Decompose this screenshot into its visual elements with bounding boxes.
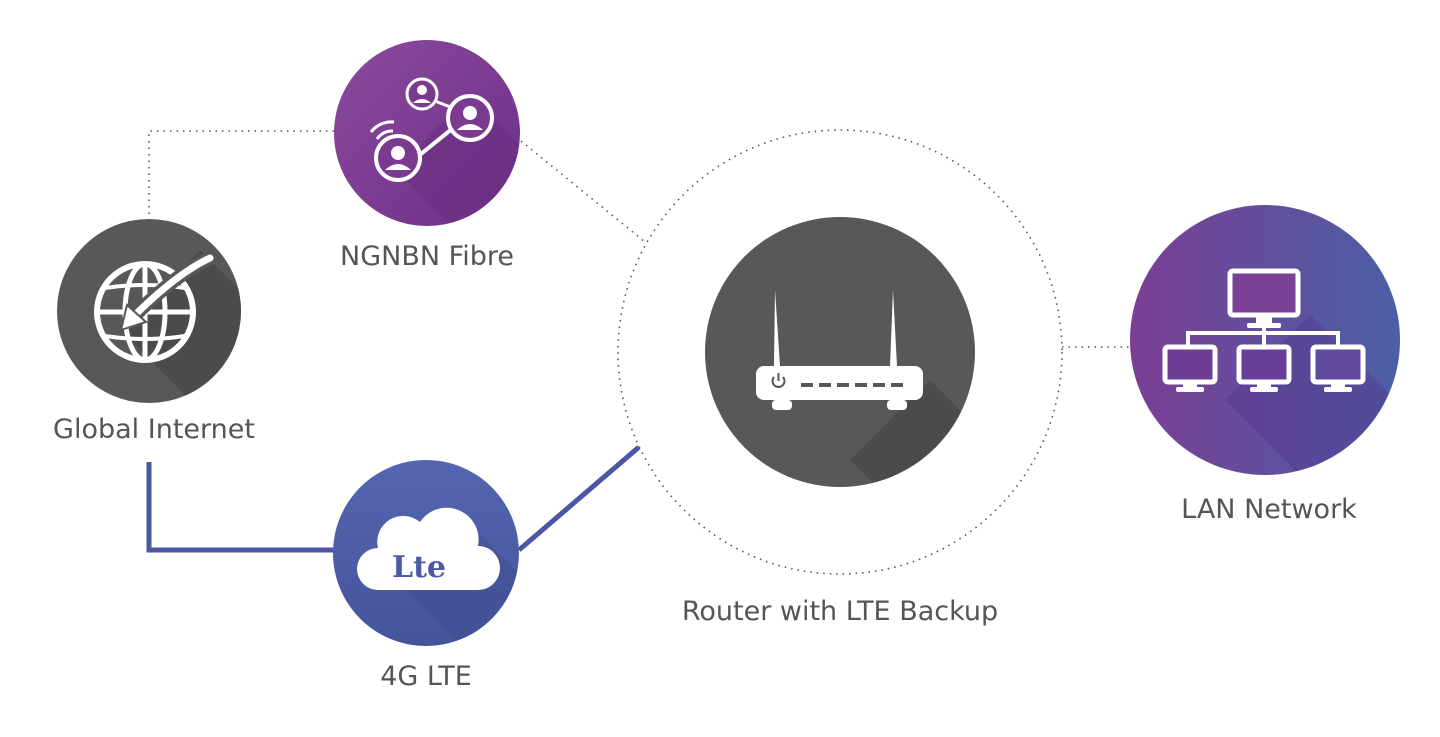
node-router: Router with LTE Backup (682, 217, 998, 627)
node-ngnbn-fibre: NGNBN Fibre (334, 40, 520, 272)
link-internet-to-lte (146, 462, 333, 553)
router-outer-ring (617, 129, 1063, 575)
router-label: Router with LTE Backup (682, 596, 998, 627)
router-icon (756, 290, 923, 410)
global-internet-label: Global Internet (53, 414, 255, 445)
lte-badge-text: Lte (392, 550, 446, 585)
lan-computers-icon (1162, 268, 1366, 392)
lan-network-label: LAN Network (1181, 494, 1357, 525)
people-network-icon (369, 77, 494, 182)
power-icon (771, 373, 786, 388)
status-lights (801, 383, 903, 387)
globe-arrow-icon (94, 251, 217, 363)
node-global-internet: Global Internet (53, 219, 255, 445)
link-fibre-to-router (520, 140, 646, 243)
connection-lines (146, 129, 1130, 575)
lte-cloud-icon: Lte (357, 507, 500, 590)
node-lan-network: LAN Network (1130, 205, 1400, 525)
ngnbn-fibre-label: NGNBN Fibre (340, 241, 514, 272)
link-internet-to-fibre (148, 130, 335, 214)
lte-label: 4G LTE (380, 661, 472, 692)
link-lte-to-router (517, 445, 641, 552)
node-4g-lte: Lte 4G LTE (333, 460, 519, 692)
